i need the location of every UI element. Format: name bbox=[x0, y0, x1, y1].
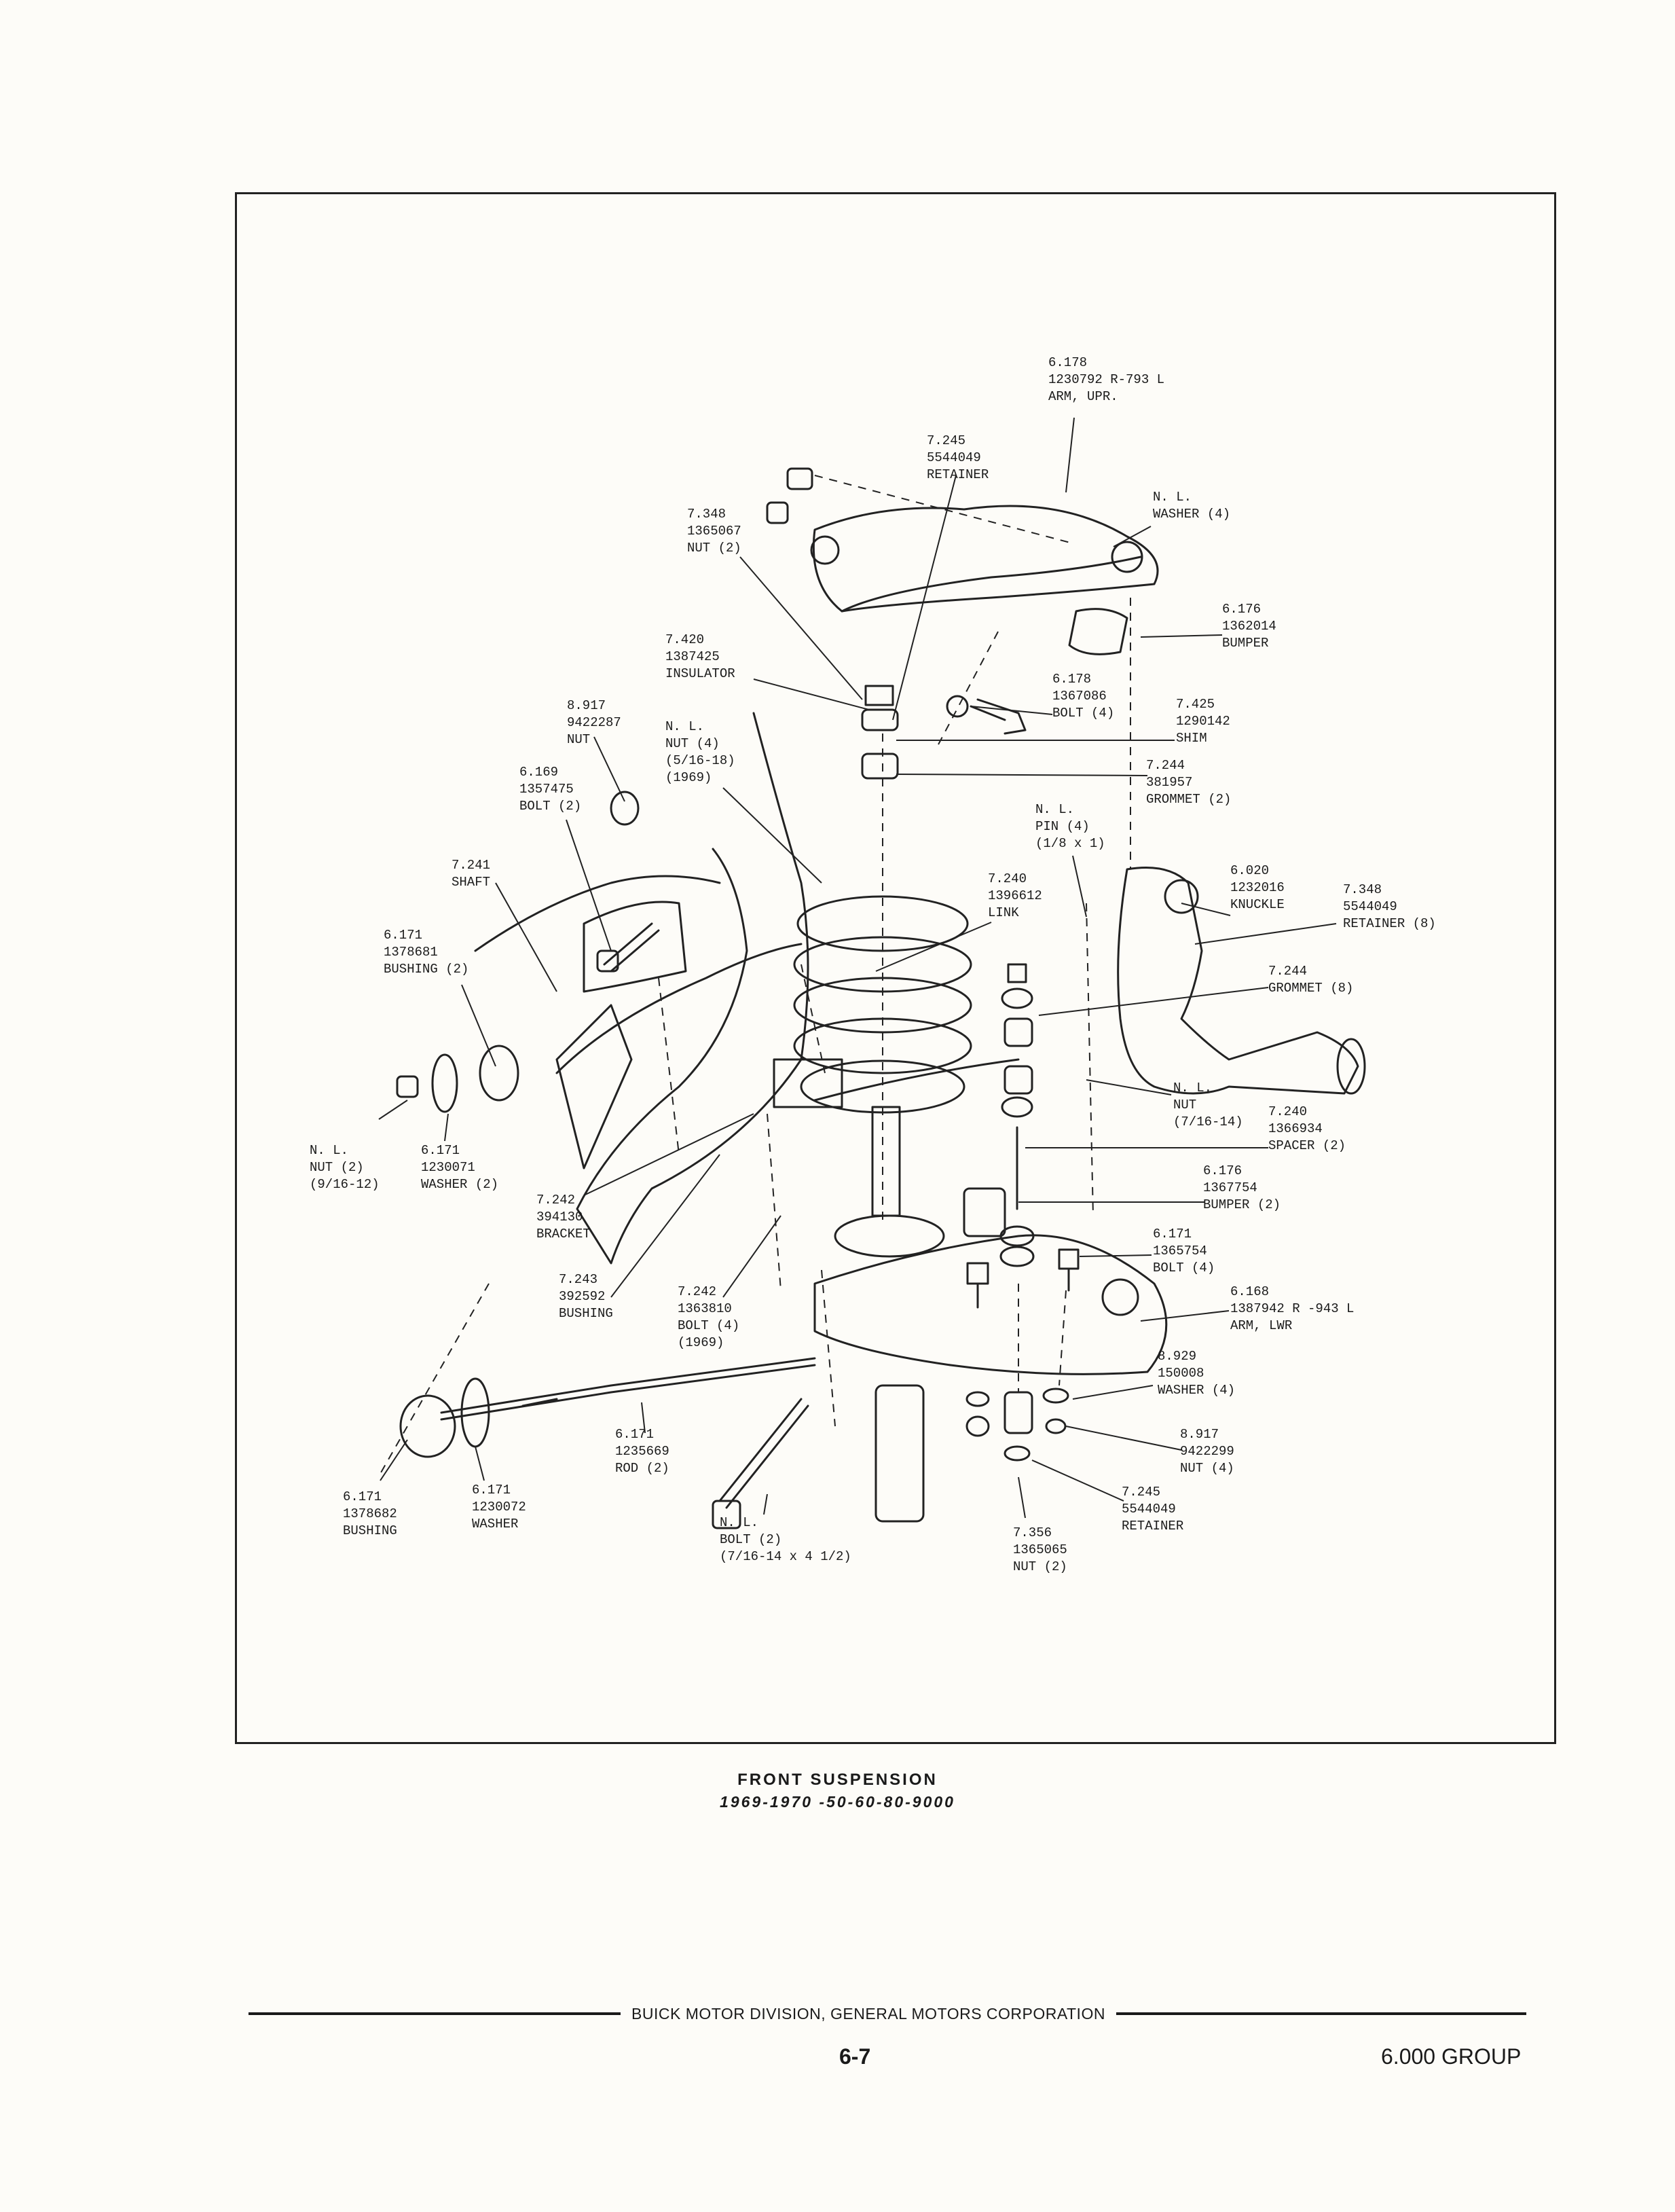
label-bushing-6171-top: 6.171 1378681 BUSHING (2) bbox=[384, 928, 469, 977]
figure-subtitle: 1969-1970 -50-60-80-9000 bbox=[720, 1793, 955, 1811]
label-bolt-6171: 6.171 1365754 BOLT (4) bbox=[1153, 1227, 1215, 1275]
label-bumper-2: 6.176 1367754 BUMPER (2) bbox=[1203, 1163, 1281, 1212]
label-bumper-6176: 6.176 1362014 BUMPER bbox=[1222, 602, 1276, 651]
label-retainer-7245-bot: 7.245 5544049 RETAINER bbox=[1122, 1485, 1184, 1534]
page-number: 6-7 bbox=[839, 2044, 871, 2069]
label-nut-7356: 7.356 1365065 NUT (2) bbox=[1013, 1525, 1067, 1574]
section-group: 6.000 GROUP bbox=[1381, 2044, 1522, 2069]
label-washer-6171: 6.171 1230071 WASHER (2) bbox=[421, 1143, 499, 1192]
label-spacer: 7.240 1366934 SPACER (2) bbox=[1268, 1104, 1346, 1153]
label-pin-4: N. L. PIN (4) (1/8 x 1) bbox=[1035, 802, 1105, 851]
label-bolt-2-nl: N. L. BOLT (2) (7/16-14 x 4 1/2) bbox=[720, 1515, 851, 1564]
label-arm-lwr: 6.168 1387942 R -943 L ARM, LWR bbox=[1230, 1284, 1355, 1333]
label-retainer-8: 7.348 5544049 RETAINER (8) bbox=[1343, 882, 1436, 931]
label-nut-7348: 7.348 1365067 NUT (2) bbox=[687, 507, 741, 556]
label-arm-upr: 6.178 1230792 R-793 L ARM, UPR. bbox=[1048, 355, 1165, 404]
label-grommet-7244: 7.244 381957 GROMMET (2) bbox=[1146, 758, 1232, 807]
label-nut-8917-bot: 8.917 9422299 NUT (4) bbox=[1180, 1427, 1234, 1476]
label-grommet-8: 7.244 GROMMET (8) bbox=[1268, 964, 1354, 996]
label-rod: 6.171 1235669 ROD (2) bbox=[615, 1427, 669, 1476]
footer-rule-left bbox=[249, 2012, 621, 2015]
label-bracket: 7.242 394130 BRACKET bbox=[536, 1193, 591, 1241]
label-bushing-7243: 7.243 392592 BUSHING bbox=[559, 1272, 613, 1321]
diagram-frame bbox=[235, 192, 1556, 1744]
label-knuckle: 6.020 1232016 KNUCKLE bbox=[1230, 863, 1285, 912]
label-washer-8929: 8.929 150008 WASHER (4) bbox=[1158, 1349, 1236, 1398]
label-bolt-7242: 7.242 1363810 BOLT (4) (1969) bbox=[678, 1284, 740, 1350]
label-shim: 7.425 1290142 SHIM bbox=[1176, 697, 1230, 746]
label-shaft: 7.241 SHAFT bbox=[452, 858, 491, 890]
figure-title: FRONT SUSPENSION bbox=[737, 1771, 938, 1789]
label-retainer-top: 7.245 5544049 RETAINER bbox=[927, 433, 989, 482]
footer-organization: BUICK MOTOR DIVISION, GENERAL MOTORS COR… bbox=[631, 2005, 1105, 2023]
label-bolt-6178: 6.178 1367086 BOLT (4) bbox=[1052, 672, 1115, 721]
label-washer-4: N. L. WASHER (4) bbox=[1153, 490, 1231, 522]
label-nut-8917-top: 8.917 9422287 NUT bbox=[567, 698, 621, 747]
label-bolt-6169: 6.169 1357475 BOLT (2) bbox=[519, 765, 582, 814]
label-nut-2-nl: N. L. NUT (2) (9/16-12) bbox=[310, 1143, 380, 1192]
label-bushing-6171-bot: 6.171 1378682 BUSHING bbox=[343, 1489, 397, 1538]
label-nut-4-nl: N. L. NUT (4) (5/16-18) (1969) bbox=[665, 719, 735, 785]
label-link: 7.240 1396612 LINK bbox=[988, 871, 1042, 920]
label-insulator: 7.420 1387425 INSULATOR bbox=[665, 632, 735, 681]
label-washer-6171-bot: 6.171 1230072 WASHER bbox=[472, 1483, 526, 1531]
footer-rule-right bbox=[1116, 2012, 1526, 2015]
label-nut-716: N. L. NUT (7/16-14) bbox=[1173, 1081, 1243, 1129]
